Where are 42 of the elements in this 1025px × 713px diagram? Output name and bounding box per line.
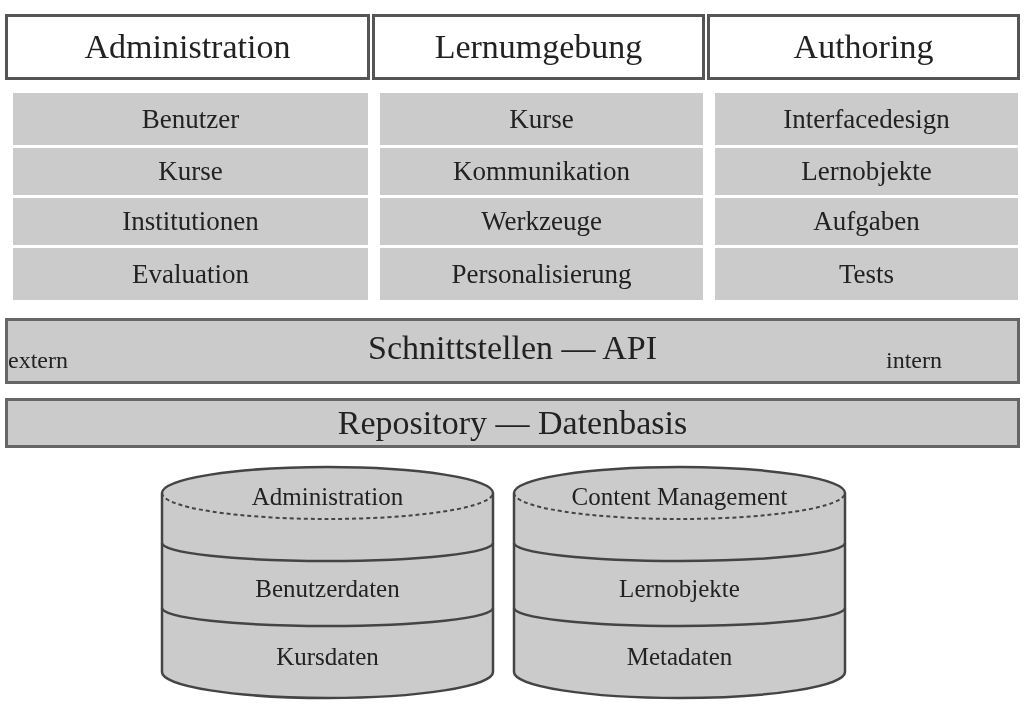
module-cell <box>715 148 1018 195</box>
band-title: Repository — Datenbasis <box>337 404 688 442</box>
module-cell <box>380 148 703 195</box>
module-cell <box>13 248 368 300</box>
module-cell <box>380 248 703 300</box>
module-label: Aufgaben <box>813 206 920 237</box>
cylinder-section-label: Benutzerdaten <box>255 575 400 603</box>
band-title: Schnittstellen — API <box>368 329 657 367</box>
column-title: Authoring <box>793 28 934 66</box>
module-label: Evaluation <box>132 258 249 290</box>
column-header <box>707 14 1020 80</box>
module-cell <box>715 93 1018 145</box>
module-label: Benutzer <box>141 103 240 135</box>
column-title: Administration <box>84 28 291 66</box>
module-cell <box>13 148 368 195</box>
module-cell <box>380 198 703 245</box>
module-label: Kommunikation <box>453 156 630 187</box>
module-cell <box>13 93 368 145</box>
column-header <box>5 14 370 80</box>
module-cell <box>715 198 1018 245</box>
module-label: Werkzeuge <box>481 206 602 237</box>
module-label: Tests <box>838 258 895 290</box>
interface-band <box>5 318 1020 384</box>
module-cell <box>715 248 1018 300</box>
repository-band <box>5 398 1020 448</box>
module-cell <box>13 198 368 245</box>
cylinder-section-label: Lernobjekte <box>619 575 740 603</box>
cylinder-section-label: Metadaten <box>626 643 733 671</box>
cylinder-title: Content Management <box>571 483 788 511</box>
module-label: Kurse <box>158 156 223 187</box>
module-label: Institutionen <box>122 206 259 237</box>
module-label: Personalisierung <box>451 258 632 290</box>
cylinder-section-label: Kursdaten <box>276 643 379 671</box>
module-label: Lernobjekte <box>801 156 932 187</box>
module-cell <box>380 93 703 145</box>
column-header <box>372 14 705 80</box>
interface-side-label: intern <box>886 347 942 374</box>
cylinder-title: Administration <box>251 483 404 511</box>
module-label: Kurse <box>509 103 574 135</box>
module-label: Interfacedesign <box>783 103 950 135</box>
column-title: Lernumgebung <box>434 28 643 66</box>
interface-side-label: extern <box>8 347 68 374</box>
